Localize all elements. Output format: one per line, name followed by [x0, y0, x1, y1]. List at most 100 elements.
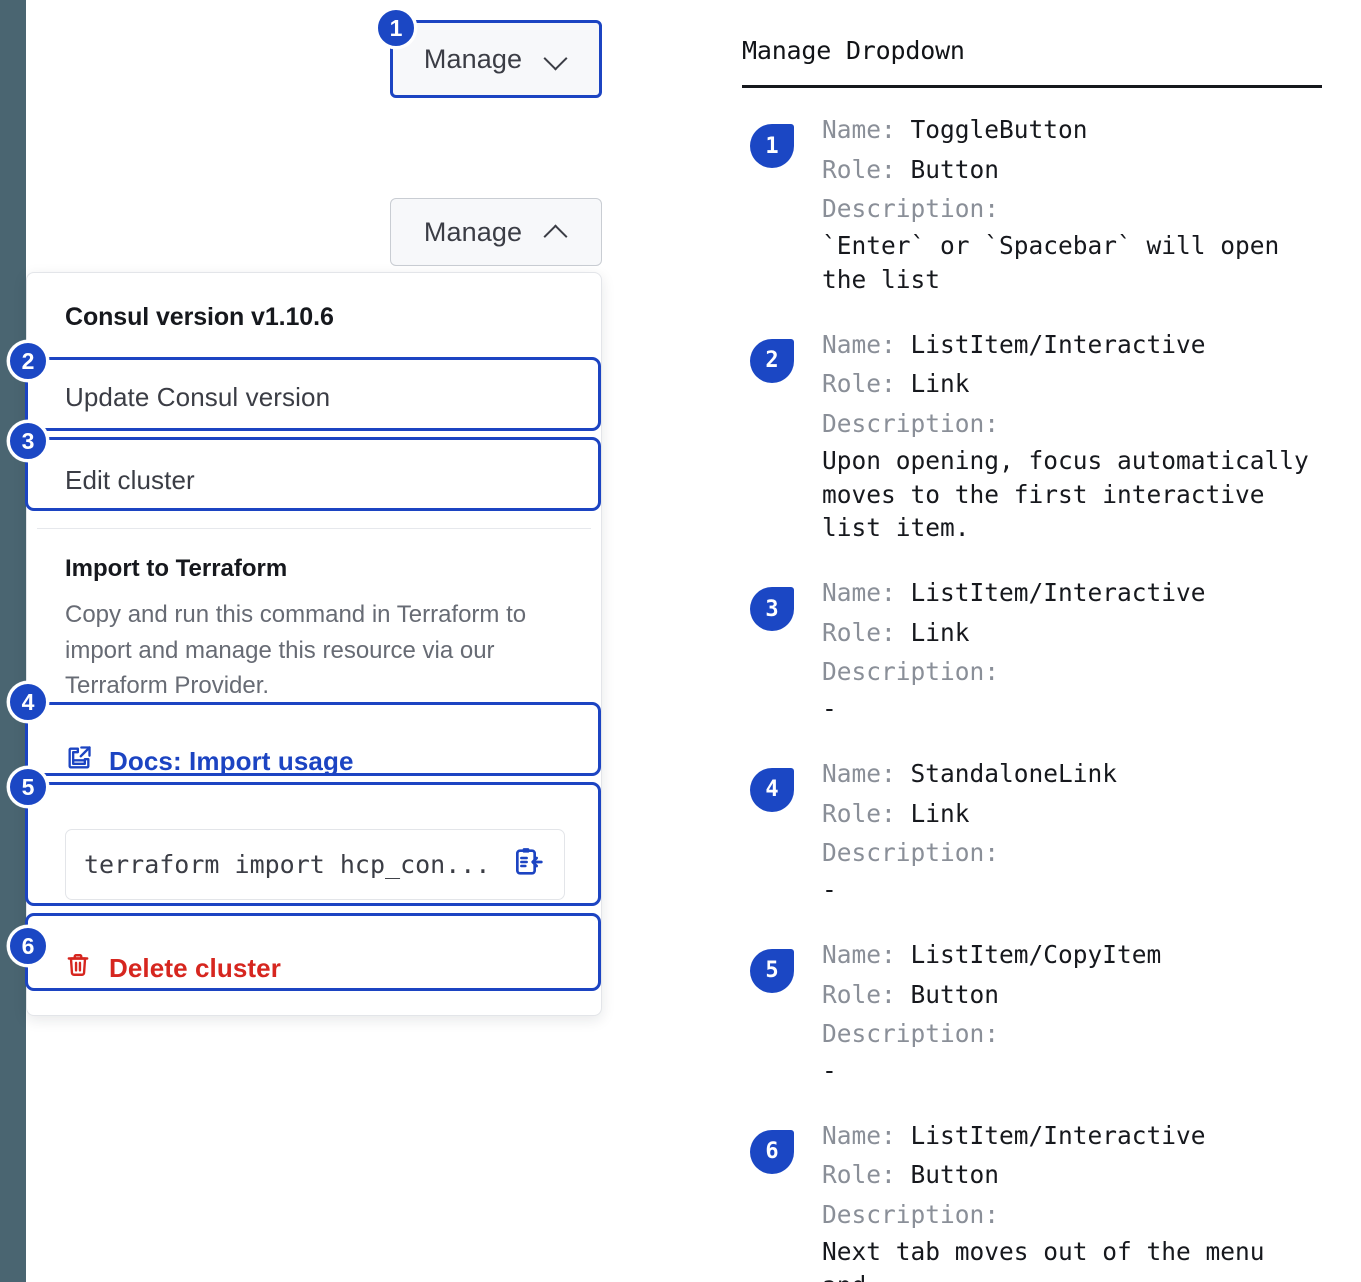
- trash-icon: [65, 952, 91, 985]
- annotation-description-label: Description:: [822, 838, 1000, 868]
- app-side-rail: [0, 0, 26, 1282]
- annotation-role-value: Link: [910, 369, 970, 399]
- annotation-role-value: Link: [910, 798, 970, 828]
- annotation-badge-3: 3: [750, 587, 794, 632]
- annotation-description-value: `Enter` or `Spacebar` will open the list: [822, 231, 1280, 294]
- annotation-name-value: ListItem/Interactive: [910, 329, 1206, 359]
- annotation-role-label: Role:: [822, 979, 911, 1009]
- annotation-description-value: Upon opening, focus automatically moves …: [822, 445, 1309, 543]
- annotation-name: Name: ToggleButton: [822, 110, 1322, 150]
- annotation-name: Name: StandaloneLink: [822, 754, 1322, 794]
- annotation-role-value: Link: [910, 617, 970, 647]
- terraform-command-copy-item[interactable]: terraform import hcp_con...: [65, 828, 565, 900]
- delete-cluster-label: Delete cluster: [109, 952, 281, 983]
- annotation-role-value: Button: [910, 979, 1000, 1009]
- annotation-description-label: Description:: [822, 657, 1000, 687]
- annotation-name-label: Name:: [822, 758, 911, 788]
- annotation-role: Role: Button: [822, 1155, 1322, 1195]
- chevron-down-icon: [544, 47, 568, 71]
- menu-divider: [37, 528, 591, 529]
- copy-command-wrapper: terraform import hcp_con...: [27, 805, 601, 926]
- annotation-badge-4: 4: [750, 767, 794, 812]
- annotation-name-value: ListItem/Interactive: [910, 1120, 1206, 1150]
- annotation-name: Name: ListItem/Interactive: [822, 1116, 1322, 1156]
- callout-badge-2: 2: [7, 340, 49, 382]
- manage-toggle-button-open[interactable]: Manage: [390, 198, 602, 266]
- menu-item-edit-cluster[interactable]: Edit cluster: [65, 465, 195, 495]
- callout-badge-4: 4: [7, 681, 49, 723]
- annotation-role: Role: Link: [822, 794, 1322, 834]
- annotation-role: Role: Link: [822, 364, 1322, 404]
- annotation-badge-5: 5: [750, 948, 794, 993]
- callout-badge-6: 6: [7, 925, 49, 967]
- annotation-description-label: Description:: [822, 194, 1000, 224]
- annotation-description-label: Description:: [822, 409, 1000, 439]
- manage-dropdown-menu: Consul version v1.10.6 Update Consul ver…: [26, 272, 602, 1016]
- chevron-up-icon: [544, 220, 568, 244]
- annotation-role-label: Role:: [822, 369, 911, 399]
- callout-badge-1: 1: [375, 7, 417, 49]
- docs-import-usage-label: Docs: Import usage: [109, 745, 354, 776]
- annotation-name: Name: ListItem/Interactive: [822, 325, 1322, 365]
- terraform-command-text: terraform import hcp_con...: [84, 849, 491, 879]
- annotation-description-label: Description:: [822, 1019, 1000, 1049]
- annotation-description-label: Description:: [822, 1200, 1000, 1230]
- annotation-role-value: Button: [910, 154, 1000, 184]
- annotation-panel-title: Manage Dropdown: [742, 36, 965, 65]
- annotation-name-label: Name:: [822, 1120, 911, 1150]
- annotation-role-value: Button: [910, 1160, 1000, 1190]
- clipboard-import-icon[interactable]: [512, 846, 544, 883]
- menu-item-delete-cluster[interactable]: Delete cluster: [27, 926, 601, 1015]
- annotation-panel-divider: [742, 85, 1322, 88]
- annotation-role: Role: Button: [822, 975, 1322, 1015]
- manage-toggle-label-closed: Manage: [423, 43, 523, 74]
- menu-item-docs-import-usage[interactable]: Docs: Import usage: [27, 718, 601, 805]
- annotation-description-value: -: [822, 694, 837, 724]
- annotation-name: Name: ListItem/Interactive: [822, 573, 1322, 613]
- import-to-terraform-description: Copy and run this command in Terraform t…: [65, 601, 527, 700]
- menu-item-update-consul-version[interactable]: Update Consul version: [65, 382, 331, 412]
- annotation-name-label: Name:: [822, 115, 911, 144]
- annotation-description-value: Next tab moves out of the menu and to th…: [822, 1236, 1265, 1282]
- annotation-role: Role: Button: [822, 150, 1322, 190]
- callout-badge-3: 3: [7, 420, 49, 462]
- callout-badge-5: 5: [7, 766, 49, 808]
- annotation-badge-1: 1: [750, 124, 794, 168]
- annotation-name-value: ToggleButton: [910, 115, 1088, 144]
- annotation-role-label: Role:: [822, 1160, 911, 1190]
- manage-toggle-button-closed[interactable]: Manage: [390, 20, 602, 98]
- annotation-role-label: Role:: [822, 617, 911, 647]
- annotation-role-label: Role:: [822, 798, 911, 828]
- annotation-name-label: Name:: [822, 329, 911, 359]
- manage-toggle-label-open: Manage: [423, 216, 523, 247]
- annotation-role-label: Role:: [822, 154, 911, 184]
- annotation-badge-2: 2: [750, 338, 794, 383]
- annotation-name-value: ListItem/CopyItem: [910, 939, 1162, 969]
- annotation-description-value: -: [822, 875, 837, 905]
- consul-version-header: Consul version v1.10.6: [65, 303, 334, 331]
- annotation-name-label: Name:: [822, 578, 911, 608]
- annotation-description-value: -: [822, 1055, 837, 1085]
- annotation-badge-6: 6: [750, 1129, 794, 1174]
- import-to-terraform-title: Import to Terraform: [65, 555, 288, 582]
- annotation-role: Role: Link: [822, 613, 1322, 653]
- manage-dropdown-demo: Manage Manage Consul version v1.10.6 Upd…: [0, 0, 700, 1282]
- annotation-name-value: ListItem/Interactive: [910, 578, 1206, 608]
- annotation-name-label: Name:: [822, 939, 911, 969]
- annotation-name: Name: ListItem/CopyItem: [822, 935, 1322, 975]
